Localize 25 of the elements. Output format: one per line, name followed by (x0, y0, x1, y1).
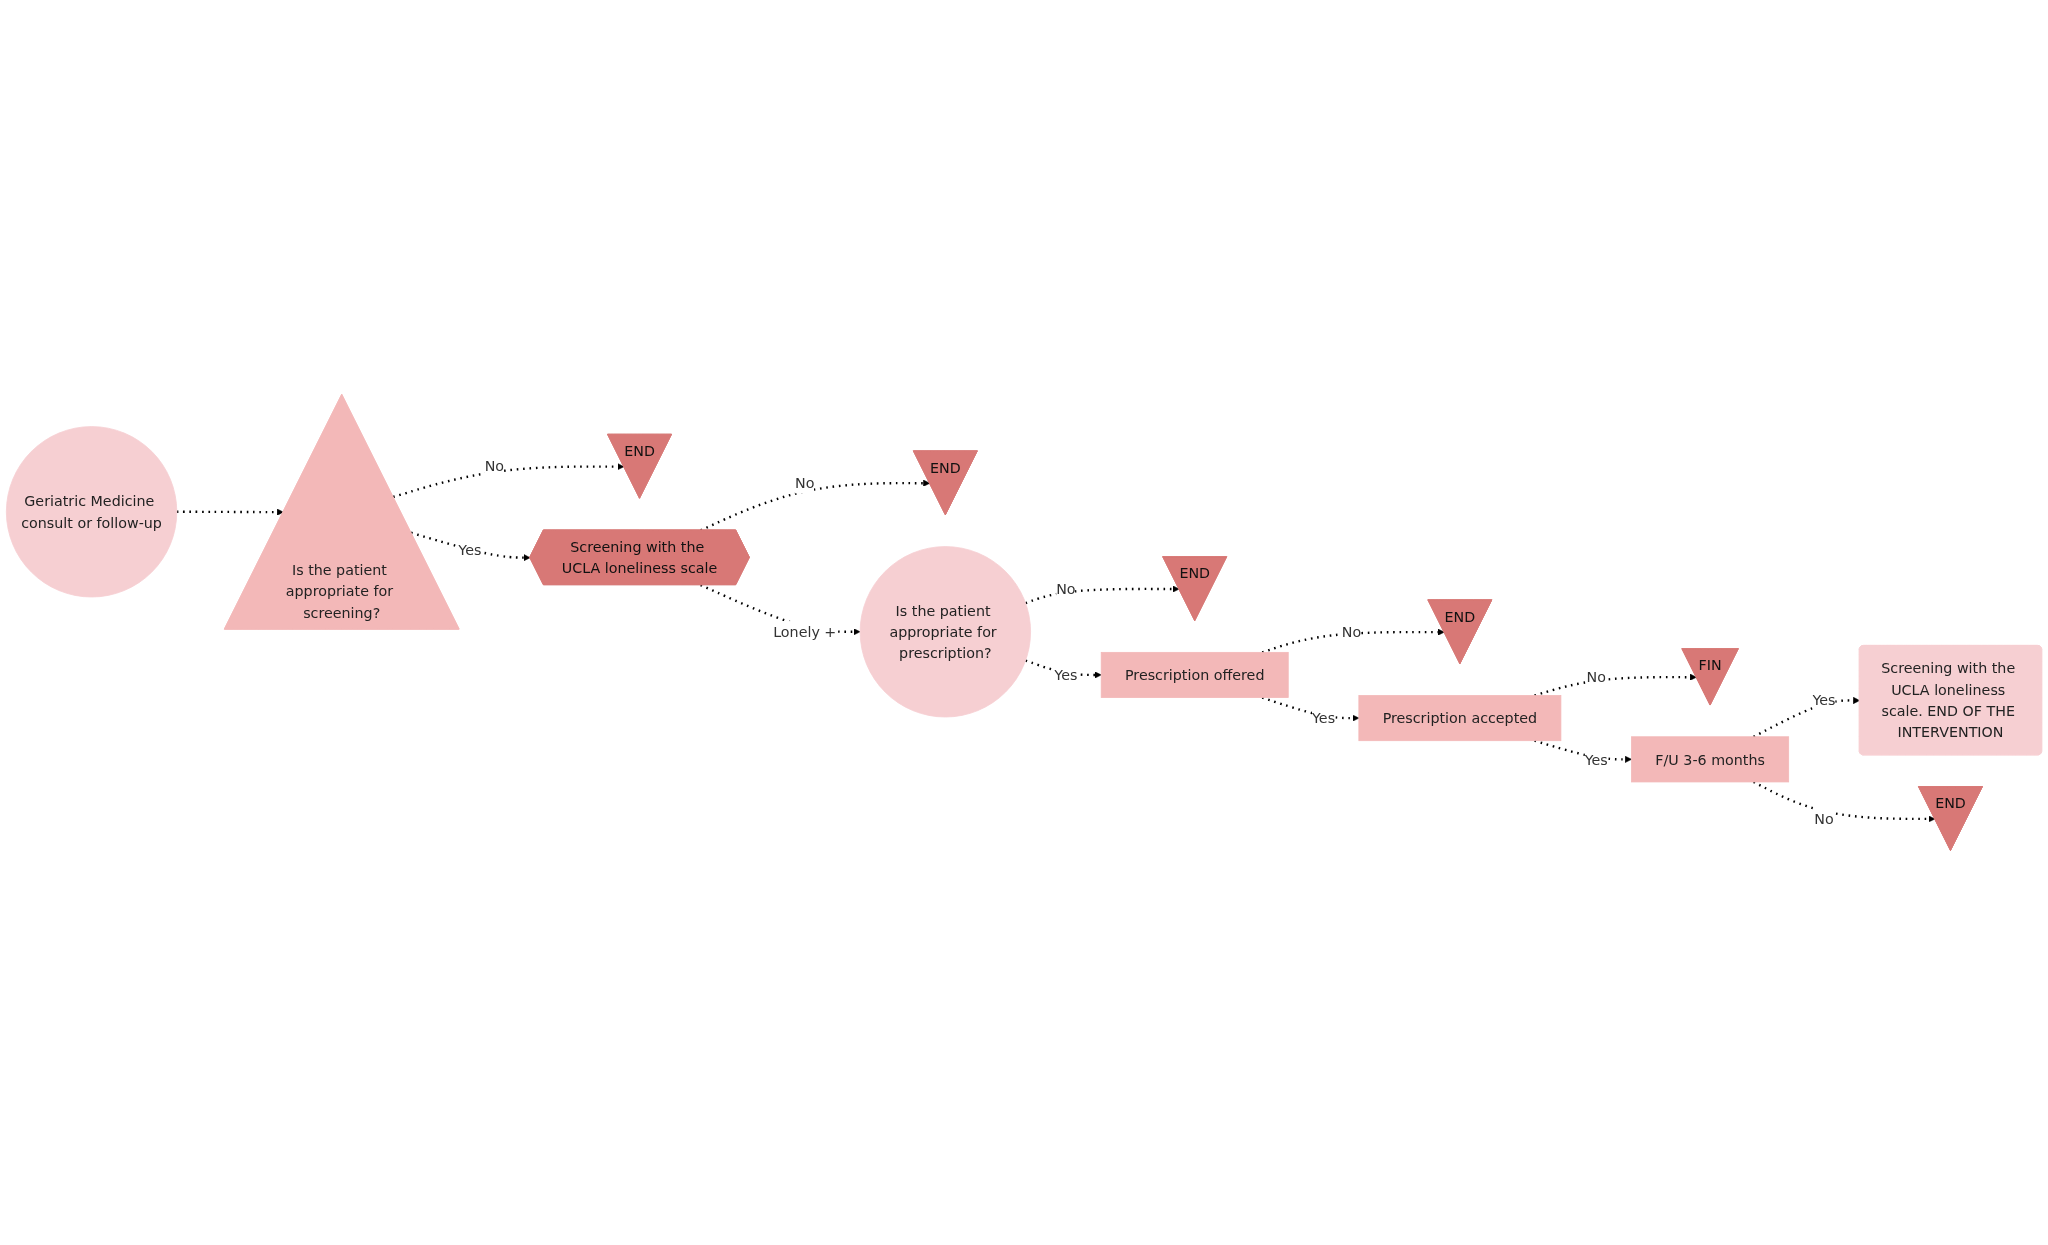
node-box: Prescription accepted (1358, 695, 1562, 742)
edge-label: No (1341, 623, 1362, 641)
arrow (410, 531, 531, 562)
edge-label: No (1586, 668, 1606, 686)
edge-label: Yes (1584, 751, 1608, 768)
edge-label: No (484, 457, 505, 475)
node-box: F/U 3-6 months (1631, 736, 1790, 783)
arrow (1753, 780, 1936, 823)
edge-label: Yes (1812, 691, 1836, 709)
arrow (176, 508, 284, 516)
node-circle: Is the patient appropriate for prescription? (859, 546, 1031, 718)
arrow (1261, 696, 1360, 722)
arrow (1261, 628, 1445, 654)
edge-label: Yes (458, 541, 482, 559)
edge-label: Yes (1312, 709, 1336, 727)
node-box: Prescription offered (1100, 651, 1289, 698)
edge-label: Lonely + (773, 623, 837, 641)
edge-label: Yes (1054, 666, 1078, 684)
edge-label: No (795, 474, 815, 492)
arrow (1025, 585, 1180, 605)
arrow (1534, 739, 1632, 763)
arrow (392, 463, 625, 499)
edge-label: No (1814, 810, 1834, 827)
node-circle: Geriatric Medicine consult or follow-up (5, 426, 178, 598)
edge-label: No (1056, 580, 1076, 597)
